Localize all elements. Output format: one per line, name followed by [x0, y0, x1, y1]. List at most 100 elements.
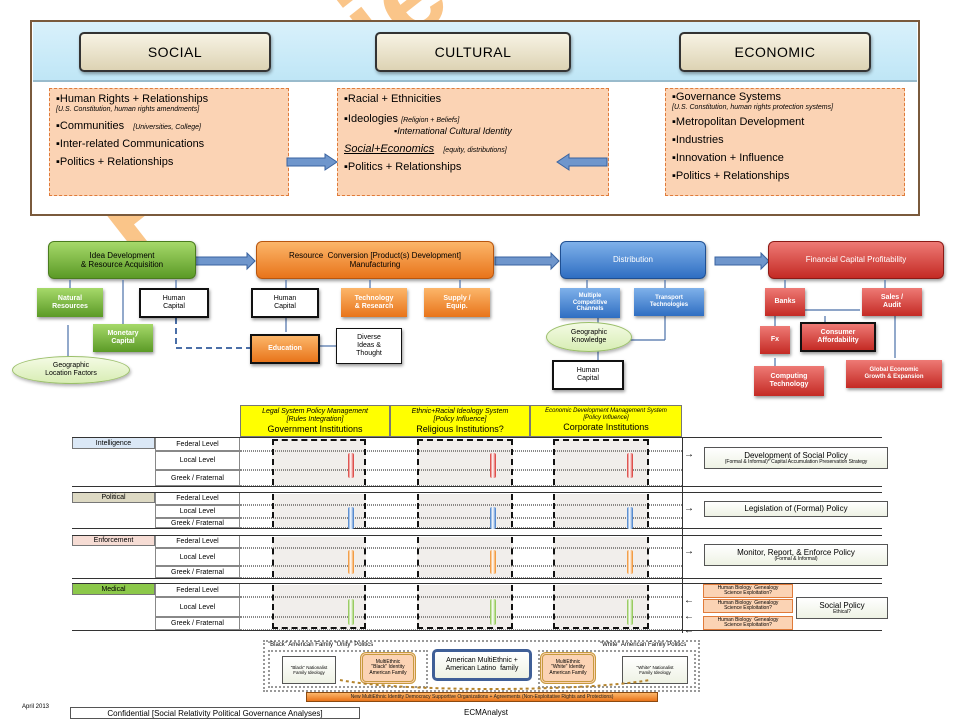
- level-label: Greek / Fraternal: [155, 617, 240, 630]
- level-label: Greek / Fraternal: [155, 470, 240, 486]
- cultural-line-3: ▪International Cultural Identity: [394, 126, 512, 137]
- human-capital-box-3[interactable]: Human Capital: [552, 360, 624, 390]
- footer-date: April 2013: [22, 704, 50, 710]
- policy-pill: [490, 453, 496, 478]
- grid-row: [240, 597, 682, 617]
- cultural-header[interactable]: CULTURAL: [375, 32, 571, 72]
- geographic-knowledge-ellipse[interactable]: Geographic Knowledge: [546, 322, 632, 352]
- supply-equipment-box[interactable]: Supply / Equip.: [424, 288, 490, 317]
- human-capital-box-2[interactable]: Human Capital: [251, 288, 319, 318]
- medical-box-3: Human Biology Genealogy Science Exploita…: [703, 616, 793, 630]
- new-identity-banner: New MultiEthnic Identity Democracy Suppo…: [306, 692, 658, 702]
- diverse-ideas-box[interactable]: Diverse Ideas & Thought: [336, 328, 402, 364]
- group-divider: [72, 492, 882, 493]
- footer-brand: ECMAnalyst: [464, 708, 509, 717]
- resource-conversion-box[interactable]: Resource Conversion [Product(s) Developm…: [256, 241, 494, 279]
- global-growth-box[interactable]: Global Economic Growth & Expansion: [846, 360, 942, 388]
- level-label: Local Level: [155, 597, 240, 617]
- column-header-1: Legal System Policy Management [Rules In…: [240, 405, 390, 437]
- cultural-line-2: ▪Ideologies [Religion + Beliefs]: [344, 113, 460, 126]
- column-dashed-box: [417, 585, 513, 629]
- group-label-3: Medical: [72, 583, 155, 595]
- arrow-left-icon: ←: [684, 625, 694, 636]
- economic-line-3: ▪Industries: [672, 133, 724, 146]
- column-dashed-box: [417, 439, 513, 485]
- economic-header[interactable]: ECONOMIC: [679, 32, 871, 72]
- arrow-left-icon: ←: [684, 595, 694, 606]
- economic-line-5: ▪Politics + Relationships: [672, 170, 790, 183]
- grid-row: [240, 451, 682, 470]
- column-header-2: Ethnic+Racial Ideology System [Policy In…: [390, 405, 530, 437]
- human-capital-box-1[interactable]: Human Capital: [139, 288, 209, 318]
- white-multiethnic-box[interactable]: MultiEthnic "White" Identity American Fa…: [540, 652, 596, 684]
- social-line-2: ▪Communities [Universities, College]: [56, 119, 201, 132]
- white-family-title: "White" American Family Politics: [600, 642, 687, 648]
- social-header[interactable]: SOCIAL: [79, 32, 271, 72]
- technology-research-box[interactable]: Technology & Research: [341, 288, 407, 317]
- computing-technology-box[interactable]: Computing Technology: [754, 366, 824, 396]
- level-label: Local Level: [155, 505, 240, 518]
- group-divider: [72, 578, 882, 579]
- group-divider: [72, 630, 882, 631]
- group-label-2: Enforcement: [72, 535, 155, 546]
- economic-line-2: ▪Metropolitan Development: [672, 115, 805, 128]
- policy-pill: [627, 550, 633, 574]
- process-arrows: [195, 252, 770, 271]
- cultural-panel: ▪Racial + Ethnicities ▪Ideologies [Relig…: [337, 88, 609, 196]
- policy-pill: [348, 453, 354, 478]
- banks-box[interactable]: Banks: [765, 288, 805, 316]
- policy-result-box: Legislation of (Formal) Policy: [704, 501, 888, 517]
- arrow-right-icon: →: [684, 503, 694, 514]
- social-line-3: ▪Inter-related Communications: [56, 137, 205, 150]
- black-family-title: "Black" American Family "Unity" Politics: [268, 642, 374, 648]
- cultural-line-5: ▪Politics + Relationships: [344, 161, 462, 174]
- consumer-affordability-box[interactable]: Consumer Affordability: [800, 322, 876, 352]
- policy-result-sub: (Formal & Informal): [774, 555, 818, 562]
- sales-audit-box[interactable]: Sales / Audit: [862, 288, 922, 316]
- policy-pill: [348, 599, 354, 625]
- grid-row: [240, 470, 682, 486]
- grid-row: [240, 505, 682, 518]
- policy-pill: [627, 599, 633, 625]
- economic-line-4: ▪Innovation + Influence: [672, 151, 784, 164]
- grid-row: [240, 617, 682, 630]
- black-nationalist-box[interactable]: "Black" Nationalist Family Ideology: [282, 656, 336, 684]
- white-family-group: [538, 650, 696, 688]
- idea-development-box[interactable]: Idea Development & Resource Acquisition: [48, 241, 196, 279]
- column-header-3: Economic Development Management System […: [530, 405, 682, 437]
- group-divider: [72, 528, 882, 529]
- distribution-box[interactable]: Distribution: [560, 241, 706, 279]
- white-nationalist-box[interactable]: "White" Nationalist Family Ideology: [622, 656, 688, 684]
- transport-technologies-box[interactable]: Transport Technologies: [634, 288, 704, 316]
- monetary-capital-box[interactable]: Monetary Capital: [93, 324, 153, 352]
- level-label: Greek / Fraternal: [155, 566, 240, 578]
- policy-pill: [490, 507, 496, 529]
- policy-pill: [348, 507, 354, 529]
- medical-box-1: Human Biology Genealogy Science Exploita…: [703, 584, 793, 598]
- policy-result-title: Development of Social Policy: [744, 450, 848, 460]
- column-dashed-box: [553, 537, 649, 577]
- black-multiethnic-box[interactable]: MultiEthnic "Black" Identity American Fa…: [360, 652, 416, 684]
- fx-box[interactable]: Fx: [760, 326, 790, 354]
- geographic-location-ellipse[interactable]: Geographic Location Factors: [12, 356, 130, 384]
- policy-pill: [627, 507, 633, 529]
- column-dashed-box: [553, 439, 649, 485]
- group-divider: [72, 535, 882, 536]
- black-family-group: [268, 650, 428, 688]
- policy-pill: [348, 550, 354, 574]
- multiple-channels-box[interactable]: Multiple Competitive Channels: [560, 288, 620, 318]
- education-box[interactable]: Education: [250, 334, 320, 364]
- natural-resources-box[interactable]: Natural Resources: [37, 288, 103, 317]
- policy-result-box: Monitor, Report, & Enforce Policy(Formal…: [704, 544, 888, 566]
- level-label: Federal Level: [155, 437, 240, 451]
- economic-line-1: ▪Governance Systems: [672, 91, 782, 103]
- policy-result-box: Development of Social Policy(Formal & In…: [704, 447, 888, 469]
- column-dashed-box: [417, 494, 513, 527]
- column-dashed-box: [417, 537, 513, 577]
- group-divider: [72, 486, 882, 487]
- american-multiethnic-box[interactable]: American MultiEthnic + American Latino f…: [432, 649, 532, 681]
- financial-capital-box[interactable]: Financial Capital Profitability: [768, 241, 944, 279]
- economic-line-1-sub: [U.S. Constitution, human rights protect…: [672, 104, 834, 112]
- arrow-right-icon: →: [684, 449, 694, 460]
